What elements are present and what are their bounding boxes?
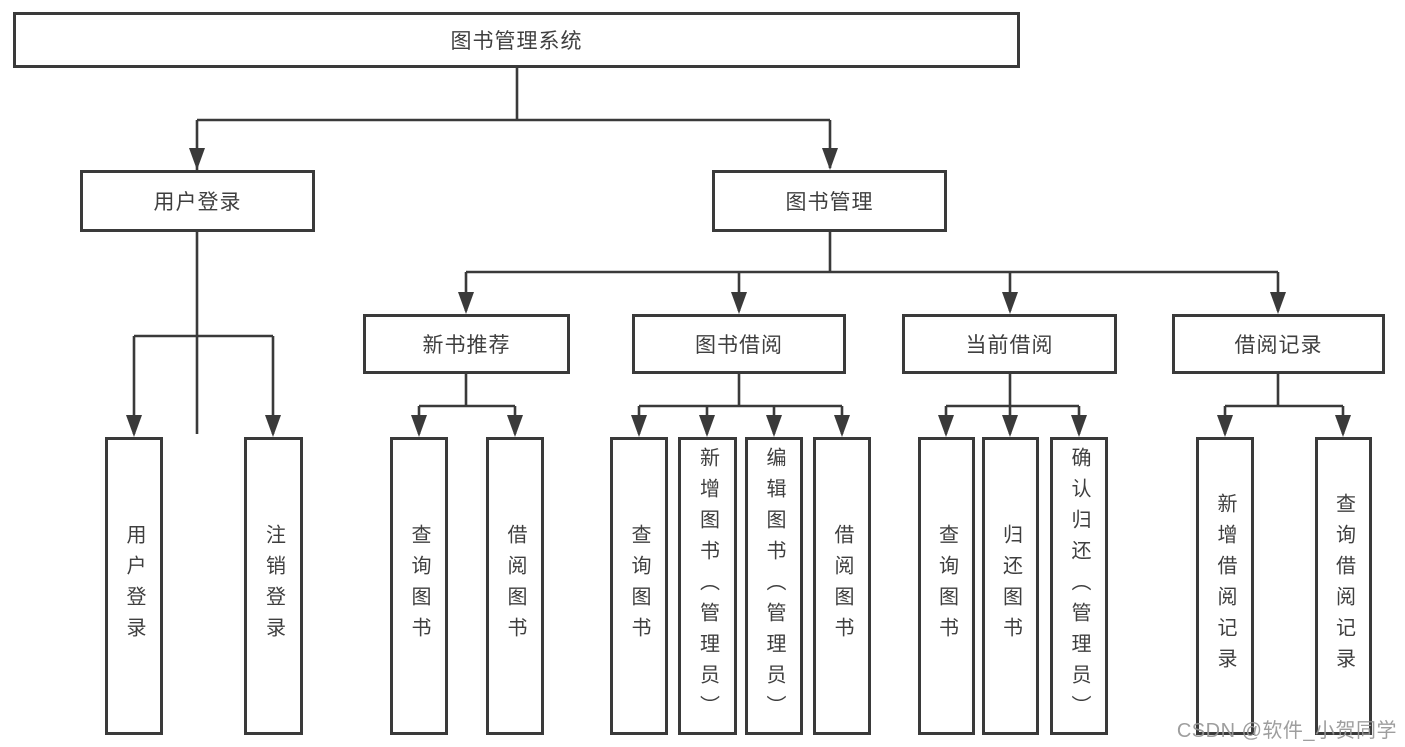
node-book-management: 图书管理: [712, 170, 947, 232]
node-book-borrow: 图书借阅: [632, 314, 846, 374]
arrow-icon: [1335, 415, 1351, 437]
node-borrow-records: 借阅记录: [1172, 314, 1385, 374]
leaf-logout: 注销登录: [244, 437, 303, 735]
arrow-icon: [1002, 415, 1018, 437]
arrow-icon: [1002, 292, 1018, 314]
leaf-label: 编辑图书（管理员）: [763, 446, 785, 726]
arrow-icon: [938, 415, 954, 437]
leaf-label: 查询图书: [628, 524, 650, 648]
leaf-label: 查询图书: [935, 524, 958, 648]
arrow-icon: [126, 415, 142, 437]
node-label: 图书借阅: [695, 334, 783, 357]
csdn-watermark: CSDN @软件_小贺同学: [1176, 720, 1397, 742]
leaf-label: 新增借阅记录: [1214, 493, 1236, 679]
leaf-label: 新增图书（管理员）: [696, 446, 719, 726]
arrow-icon: [411, 415, 427, 437]
leaf-confirm-return-admin: 确认归还（管理员）: [1050, 437, 1108, 735]
arrow-icon: [189, 148, 205, 170]
node-current-borrow: 当前借阅: [902, 314, 1117, 374]
leaf-borrow-books-recommend: 借阅图书: [486, 437, 544, 735]
arrow-icon: [699, 415, 715, 437]
node-label: 当前借阅: [965, 334, 1054, 357]
leaf-label: 查询借阅记录: [1332, 493, 1355, 679]
node-label: 新书推荐: [422, 334, 511, 357]
arrow-icon: [507, 415, 523, 437]
arrow-icon: [1217, 415, 1233, 437]
leaf-add-books-admin: 新增图书（管理员）: [678, 437, 737, 735]
leaf-label: 查询图书: [408, 524, 430, 648]
leaf-query-books-borrow: 查询图书: [610, 437, 668, 735]
leaf-label: 借阅图书: [504, 524, 526, 648]
arrow-icon: [731, 292, 747, 314]
leaf-label: 确认归还（管理员）: [1068, 446, 1090, 726]
node-label: 图书管理: [785, 191, 874, 214]
node-new-book-recommend: 新书推荐: [363, 314, 570, 374]
arrow-icon: [458, 292, 474, 314]
node-label: 图书管理系统: [450, 30, 583, 53]
leaf-label: 用户登录: [123, 524, 145, 648]
arrow-icon: [766, 415, 782, 437]
arrow-icon: [1071, 415, 1087, 437]
leaf-edit-books-admin: 编辑图书（管理员）: [745, 437, 803, 735]
node-user-login: 用户登录: [80, 170, 315, 232]
arrow-icon: [1270, 292, 1286, 314]
leaf-label: 归还图书: [999, 524, 1022, 648]
node-label: 用户登录: [153, 191, 242, 214]
tree-edges: [132, 68, 1345, 434]
leaf-query-books-recommend: 查询图书: [390, 437, 448, 735]
arrow-icon: [265, 415, 281, 437]
leaf-user-login: 用户登录: [105, 437, 163, 735]
leaf-borrow-books: 借阅图书: [813, 437, 871, 735]
leaf-add-borrow-record: 新增借阅记录: [1196, 437, 1254, 735]
arrow-icon: [822, 148, 838, 170]
leaf-query-borrow-record: 查询借阅记录: [1315, 437, 1372, 735]
leaf-label: 注销登录: [262, 524, 285, 648]
leaf-return-books: 归还图书: [982, 437, 1039, 735]
node-label: 借阅记录: [1234, 334, 1323, 357]
arrow-icon: [834, 415, 850, 437]
arrowheads: [126, 148, 1351, 437]
leaf-label: 借阅图书: [831, 524, 853, 648]
arrow-icon: [631, 415, 647, 437]
leaf-query-books-current: 查询图书: [918, 437, 975, 735]
node-library-management-system: 图书管理系统: [13, 12, 1020, 68]
